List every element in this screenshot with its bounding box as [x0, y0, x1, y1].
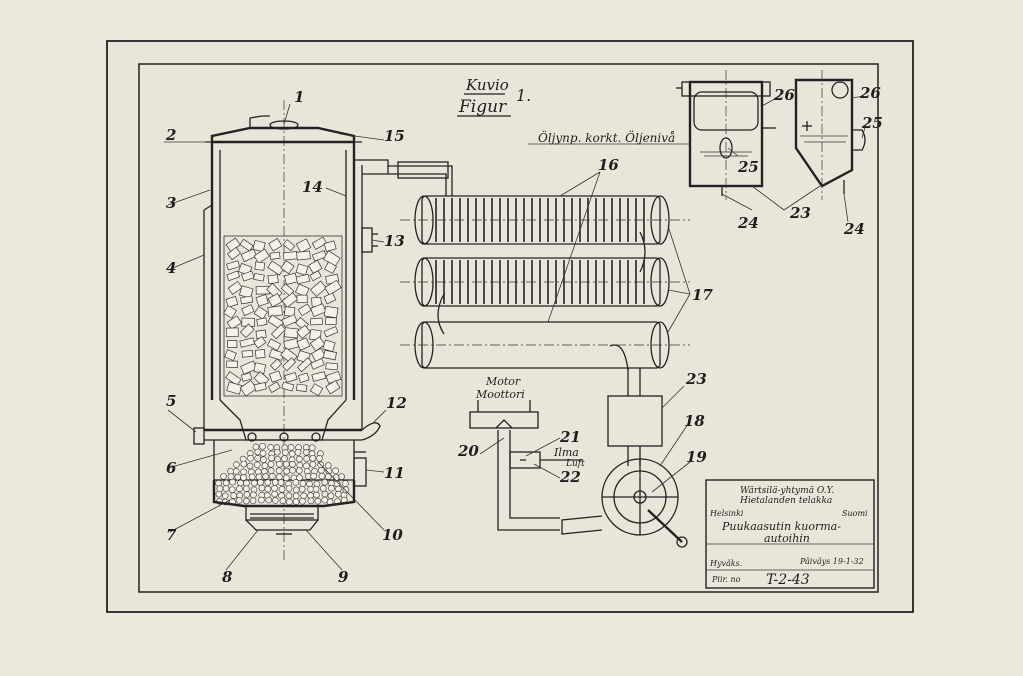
- company-name: Wärtsilä-yhtymä O.Y.: [740, 486, 834, 496]
- leader-lines: [164, 95, 867, 571]
- label-23-oil: 23: [789, 204, 811, 222]
- oil-level-note: Öljynp. korkt. Öljenivå: [538, 129, 675, 145]
- label-24-left: 24: [737, 214, 759, 232]
- label-26-right: 26: [859, 84, 881, 102]
- label-25-left: 25: [737, 158, 759, 176]
- label-11: 11: [384, 464, 405, 482]
- air-label-2: Luft: [565, 459, 585, 469]
- label-13: 13: [384, 232, 405, 250]
- label-12: 12: [386, 394, 407, 412]
- gas-cooler-tubes: [388, 161, 690, 396]
- drawing-number-label: Piir. no: [711, 575, 741, 584]
- label-10: 10: [382, 526, 403, 544]
- motor-label-2: Moottori: [475, 388, 525, 401]
- label-21: 21: [559, 428, 581, 446]
- label-6: 6: [166, 459, 177, 477]
- label-15: 15: [384, 127, 405, 145]
- label-8: 8: [222, 568, 233, 586]
- department-name: Hietalanden telakka: [739, 496, 832, 506]
- label-9: 9: [338, 568, 349, 586]
- label-25-right: 25: [861, 114, 883, 132]
- filter-and-fan: [469, 395, 688, 548]
- drawing-date: Päiväys 19-1-32: [799, 557, 864, 566]
- label-22: 22: [559, 468, 581, 486]
- title-block: Wärtsilä-yhtymä O.Y. Hietalanden telakka…: [705, 479, 875, 589]
- label-23-filter: 23: [685, 370, 707, 388]
- drawing-number: T-2-43: [766, 572, 810, 588]
- annotations: Öljynp. korkt. Öljenivå Motor Moottori I…: [475, 129, 675, 469]
- country: Suomi: [842, 509, 868, 518]
- label-26-left: 26: [773, 86, 795, 104]
- approved-label: Hyväks.: [709, 559, 742, 568]
- label-7: 7: [166, 526, 177, 544]
- label-1: 1: [294, 88, 304, 106]
- part-labels: 1 2 3 4 5 6 7 8 9 10 11 12 13 14 15 16 1…: [165, 84, 883, 586]
- label-19: 19: [686, 448, 707, 466]
- label-4: 4: [166, 259, 176, 277]
- label-2: 2: [165, 126, 176, 144]
- generator-body: [193, 100, 389, 560]
- title-figur: Figur: [458, 97, 507, 117]
- figure-number: 1.: [516, 86, 531, 105]
- wood-chips: [223, 235, 343, 397]
- drawing-title-1: Puukaasutin kuorma-: [721, 520, 841, 533]
- air-label-1: Ilma: [553, 446, 579, 459]
- inner-frame: [138, 63, 879, 593]
- label-24-right: 24: [843, 220, 865, 238]
- label-3: 3: [166, 194, 176, 212]
- label-20: 20: [457, 442, 479, 460]
- title-kuvio: Kuvio: [465, 76, 509, 94]
- charcoal-bed: [215, 442, 350, 506]
- label-14: 14: [302, 178, 323, 196]
- label-18: 18: [684, 412, 705, 430]
- motor-label-1: Motor: [485, 375, 521, 388]
- oil-bath-filters: [676, 70, 866, 200]
- label-16: 16: [598, 156, 619, 174]
- label-17: 17: [692, 286, 713, 304]
- city: Helsinki: [709, 509, 744, 518]
- figure-title: Kuvio Figur 1.: [457, 76, 531, 117]
- label-5: 5: [166, 392, 176, 410]
- drawing-title-2: autoihin: [764, 532, 810, 545]
